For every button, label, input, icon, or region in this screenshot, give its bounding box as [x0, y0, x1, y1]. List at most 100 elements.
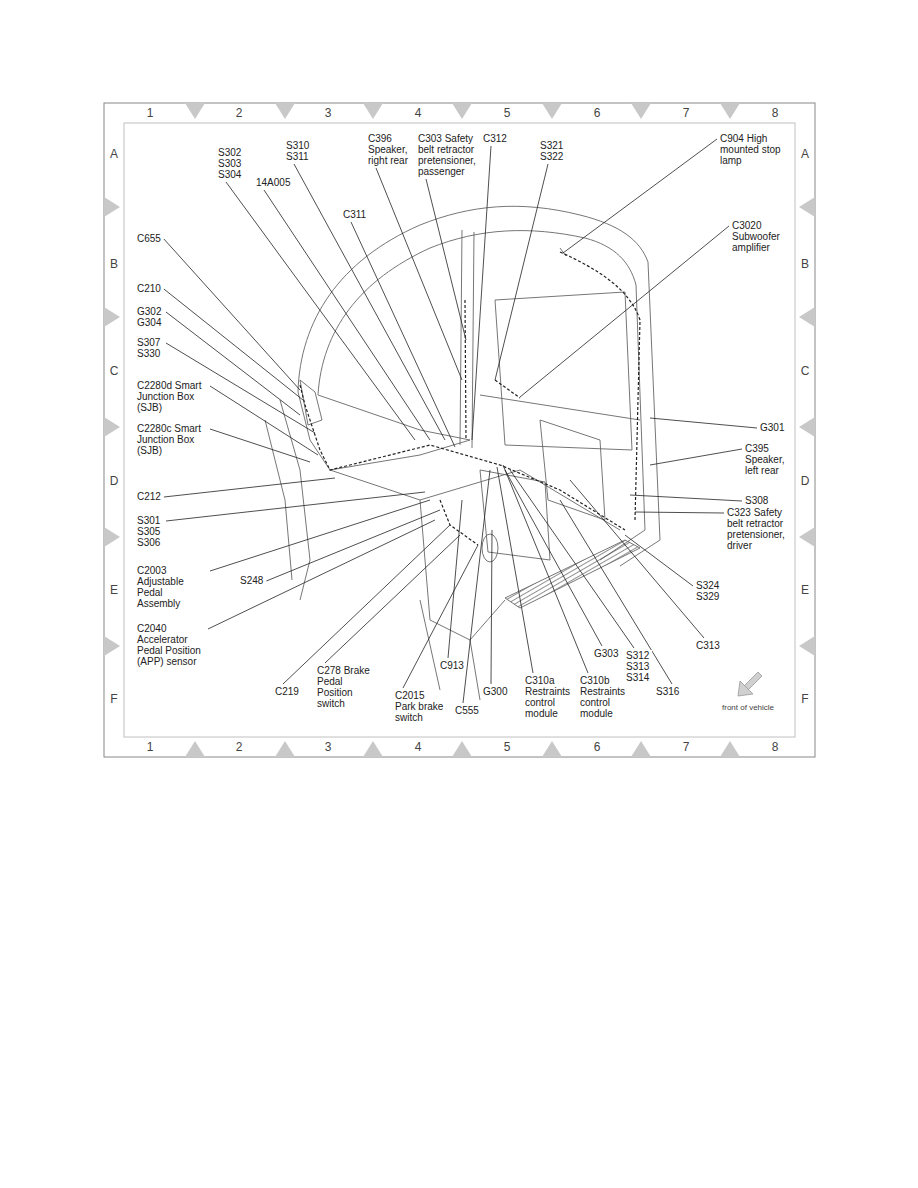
grid-marker — [104, 197, 120, 217]
grid-reference: 7 — [683, 741, 690, 754]
callout-label: C219 — [275, 686, 299, 697]
arrow-head — [738, 681, 753, 696]
callout-label: S310 S311 — [286, 140, 312, 162]
leader-line — [563, 139, 717, 253]
grid-marker — [799, 307, 815, 327]
grid-reference: 4 — [415, 107, 422, 120]
grid-reference: 5 — [504, 741, 511, 754]
leader-line — [495, 164, 548, 380]
leader-line — [264, 190, 430, 440]
callout-label: G302 G304 — [137, 306, 163, 328]
callout-label: C3020 Subwoofer amplifier — [732, 220, 784, 253]
frame-border — [104, 103, 815, 757]
grid-reference: E — [110, 584, 118, 597]
grid-marker — [799, 527, 815, 547]
grid-reference: E — [801, 584, 809, 597]
door-opening — [280, 400, 310, 600]
grid-frame — [104, 103, 815, 757]
grid-marker — [104, 307, 120, 327]
grid-reference: F — [110, 693, 117, 706]
grid-reference: C — [801, 365, 810, 378]
callout-label: S301 S305 S306 — [137, 515, 163, 548]
callout-label: S316 — [656, 686, 679, 697]
callout-label: C210 — [137, 283, 161, 294]
seat-back — [540, 420, 605, 520]
callout-label: C311 — [343, 209, 366, 220]
door-frame — [265, 420, 292, 580]
grid-marker — [363, 103, 383, 119]
leader-line — [463, 470, 490, 703]
leader-line — [650, 449, 742, 465]
rear-wall-line — [480, 395, 640, 420]
grid-marker — [363, 741, 383, 757]
leader-line — [403, 545, 478, 688]
wiring-harness — [300, 252, 640, 545]
leader-line — [625, 535, 693, 586]
leader-line — [520, 226, 729, 397]
leader-line — [560, 500, 672, 684]
direction-arrow — [738, 672, 762, 696]
grid-marker — [275, 741, 295, 757]
grid-reference: F — [801, 693, 808, 706]
harness-pillar — [465, 300, 466, 440]
dashboard-top — [318, 395, 470, 440]
leader-line — [294, 164, 445, 440]
harness-amp — [495, 380, 520, 398]
callout-label: C395 Speaker, left rear — [745, 443, 789, 476]
callout-label: C278 Brake Pedal Position switch — [317, 665, 375, 709]
leader-line — [283, 525, 450, 684]
seat-base — [480, 470, 550, 560]
harness-rear — [560, 252, 640, 520]
leader-line — [635, 512, 724, 513]
leader-line — [208, 520, 435, 629]
callout-label: S321 S322 — [540, 140, 566, 162]
callout-label: C2280c Smart Junction Box (SJB) — [137, 423, 207, 456]
callout-label: G301 — [760, 422, 784, 433]
grid-reference: 6 — [594, 107, 601, 120]
roof-inner — [318, 231, 636, 395]
callout-label: C2040 Accelerator Pedal Position (APP) s… — [137, 623, 205, 667]
grid-marker — [185, 741, 205, 757]
leader-line — [570, 480, 704, 638]
steering-column — [482, 534, 498, 562]
grid-reference: 6 — [594, 741, 601, 754]
callout-label: C310b Restraints control module — [580, 675, 630, 719]
callout-label: C396 Speaker, right rear — [368, 133, 412, 166]
body-lines — [420, 600, 480, 700]
leader-line — [164, 478, 335, 497]
callout-label: C913 — [440, 660, 464, 671]
callout-label: C323 Safety belt retractor pretensioner,… — [727, 507, 789, 551]
callout-label: C212 — [137, 491, 161, 502]
callout-label: C655 — [137, 233, 161, 244]
callout-label: C303 Safety belt retractor pretensioner,… — [418, 133, 480, 177]
callout-label: G300 — [483, 686, 507, 697]
grid-marker — [720, 103, 740, 119]
leader-line — [650, 418, 757, 428]
leader-line — [210, 429, 310, 462]
grid-marker — [542, 741, 562, 757]
grid-reference: 2 — [236, 107, 243, 120]
callout-label: S248 — [240, 575, 263, 586]
harness-main — [300, 385, 625, 530]
callout-label: S302 S303 S304 — [218, 147, 244, 180]
grid-marker — [631, 103, 651, 119]
grid-marker — [104, 527, 120, 547]
grid-reference: B — [801, 258, 809, 271]
callout-label: S308 — [745, 495, 768, 506]
leader-line — [376, 168, 462, 380]
callout-label: C312 — [483, 133, 507, 144]
grid-marker — [104, 417, 120, 437]
callout-label: C555 — [455, 705, 479, 716]
grid-reference: 1 — [147, 741, 154, 754]
grid-marker — [452, 103, 472, 119]
callout-label: S312 S313 S314 — [626, 650, 652, 683]
callout-label: S307 S330 — [137, 337, 163, 359]
grid-marker — [631, 741, 651, 757]
callout-label: C310a Restraints control module — [525, 675, 575, 719]
grid-reference: 3 — [325, 107, 332, 120]
grid-marker — [185, 103, 205, 119]
callout-label: C904 High mounted stop lamp — [720, 133, 786, 166]
grid-marker — [799, 417, 815, 437]
orientation-note: front of vehicle — [722, 703, 774, 712]
